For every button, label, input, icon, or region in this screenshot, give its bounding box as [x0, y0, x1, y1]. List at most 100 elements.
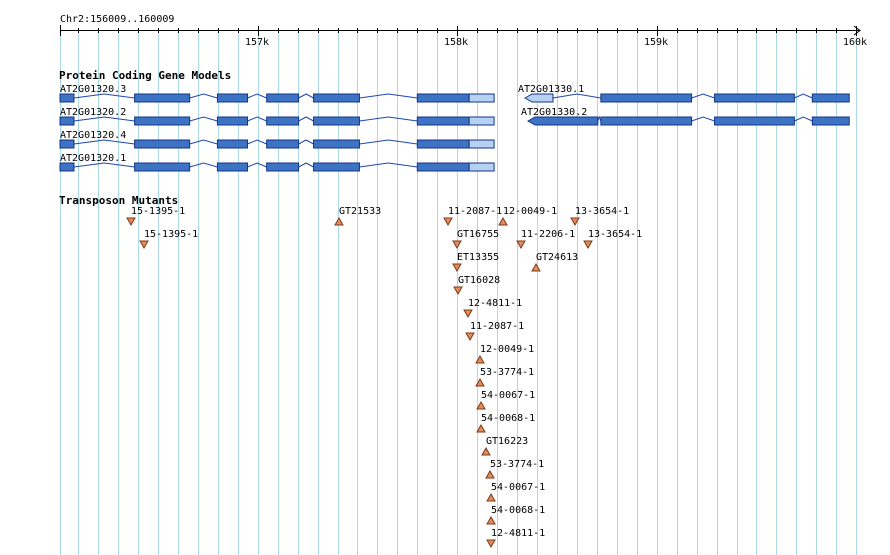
exon-block[interactable]	[266, 162, 300, 172]
exon-block[interactable]	[811, 93, 850, 103]
insertion-marker-up[interactable]	[476, 423, 486, 433]
track-title-transposon-mutants: Transposon Mutants	[59, 194, 179, 207]
utr-block[interactable]	[468, 162, 495, 172]
exon-block[interactable]	[313, 116, 360, 126]
exon-block[interactable]	[134, 116, 191, 126]
exon-block[interactable]	[59, 162, 75, 172]
exon-block[interactable]	[216, 162, 249, 172]
insertion-marker-up[interactable]	[476, 400, 486, 410]
exon-block[interactable]	[59, 93, 75, 103]
gene-model-label: AT2G01330.2	[521, 107, 588, 118]
gene-model-label: AT2G01330.1	[518, 84, 585, 95]
intron-line	[691, 93, 715, 99]
intron-line	[359, 116, 418, 122]
exon-block[interactable]	[811, 116, 850, 126]
transposon-insertion-label: 15-1395-1	[144, 229, 199, 240]
insertion-marker-up[interactable]	[486, 492, 496, 502]
exon-block[interactable]	[59, 116, 75, 126]
insertion-marker-down[interactable]	[583, 240, 593, 250]
transposon-insertion-label: ET13355	[457, 252, 500, 263]
transposon-insertion-label: 12-0049-1	[503, 206, 558, 217]
insertion-marker-up[interactable]	[475, 354, 485, 364]
transposon-insertion-label: 54-0067-1	[481, 390, 536, 401]
exon-block[interactable]	[266, 93, 300, 103]
intron-line	[189, 93, 218, 99]
insertion-marker-down[interactable]	[443, 217, 453, 227]
transposon-insertion-label: 11-2087-1	[448, 206, 503, 217]
gene-model-label: AT2G01320.2	[60, 107, 127, 118]
insertion-marker-down[interactable]	[570, 217, 580, 227]
insertion-marker-up[interactable]	[334, 216, 344, 226]
insertion-marker-up[interactable]	[475, 377, 485, 387]
insertion-marker-down[interactable]	[465, 332, 475, 342]
transposon-insertion-label: 53-3774-1	[480, 367, 535, 378]
transposon-insertion-label: 53-3774-1	[490, 459, 545, 470]
insertion-marker-down[interactable]	[452, 240, 462, 250]
utr-block[interactable]	[468, 93, 495, 103]
intron-line	[247, 116, 267, 122]
insertion-marker-down[interactable]	[516, 240, 526, 250]
ruler-tick-label: 159k	[644, 37, 669, 48]
intron-line	[189, 116, 218, 122]
transposon-insertion-label: 13-3654-1	[588, 229, 643, 240]
intron-line	[359, 162, 418, 168]
exon-block[interactable]	[216, 139, 249, 149]
exon-block[interactable]	[59, 139, 75, 149]
insertion-marker-up[interactable]	[486, 515, 496, 525]
exon-block[interactable]	[134, 162, 191, 172]
insertion-marker-up[interactable]	[498, 216, 508, 226]
exon-block[interactable]	[313, 139, 360, 149]
transposon-insertion-label: 15-1395-1	[131, 206, 186, 217]
transposon-insertion-label: GT16223	[486, 436, 529, 447]
insertion-marker-down[interactable]	[139, 240, 149, 250]
exon-block[interactable]	[714, 116, 795, 126]
intron-line	[298, 93, 314, 99]
exon-block[interactable]	[416, 139, 470, 149]
utr-block[interactable]	[468, 139, 495, 149]
intron-line	[247, 139, 267, 145]
exon-block[interactable]	[313, 93, 360, 103]
intron-line	[298, 116, 314, 122]
exon-block[interactable]	[216, 116, 249, 126]
utr-block[interactable]	[524, 93, 554, 103]
intron-line	[73, 116, 135, 122]
intron-line	[189, 162, 218, 168]
exon-block[interactable]	[416, 116, 470, 126]
exon-block[interactable]	[600, 93, 693, 103]
ruler-tick-label: 160k	[843, 37, 868, 48]
intron-line	[298, 139, 314, 145]
insertion-marker-down[interactable]	[452, 263, 462, 273]
exon-block[interactable]	[266, 139, 300, 149]
exon-block[interactable]	[313, 162, 360, 172]
gene-model-label: AT2G01320.4	[60, 130, 127, 141]
exon-block[interactable]	[134, 93, 191, 103]
transposon-insertion-label: GT16028	[458, 275, 501, 286]
exon-block[interactable]	[416, 162, 470, 172]
exon-block[interactable]	[216, 93, 249, 103]
insertion-marker-down[interactable]	[453, 286, 463, 296]
insertion-marker-up[interactable]	[481, 446, 491, 456]
insertion-marker-down[interactable]	[463, 309, 473, 319]
gene-model-label: AT2G01320.1	[60, 153, 127, 164]
insertion-marker-down[interactable]	[126, 217, 136, 227]
insertion-marker-up[interactable]	[531, 262, 541, 272]
coordinate-label: Chr2:156009..160009	[60, 14, 175, 25]
exon-block[interactable]	[416, 93, 470, 103]
utr-block[interactable]	[468, 116, 495, 126]
exon-block[interactable]	[714, 93, 795, 103]
transposon-insertion-label: 11-2087-1	[470, 321, 525, 332]
intron-line	[73, 162, 135, 168]
insertion-marker-up[interactable]	[485, 469, 495, 479]
insertion-marker-down[interactable]	[486, 539, 496, 549]
intron-line	[794, 116, 813, 122]
exon-block[interactable]	[134, 139, 191, 149]
exon-block[interactable]	[266, 116, 300, 126]
transposon-insertion-label: GT24613	[536, 252, 579, 263]
exon-block[interactable]	[600, 116, 693, 126]
intron-line	[189, 139, 218, 145]
transposon-insertion-label: 54-0068-1	[481, 413, 536, 424]
exon-block[interactable]	[527, 116, 599, 126]
ruler-tick-label: 157k	[245, 37, 270, 48]
